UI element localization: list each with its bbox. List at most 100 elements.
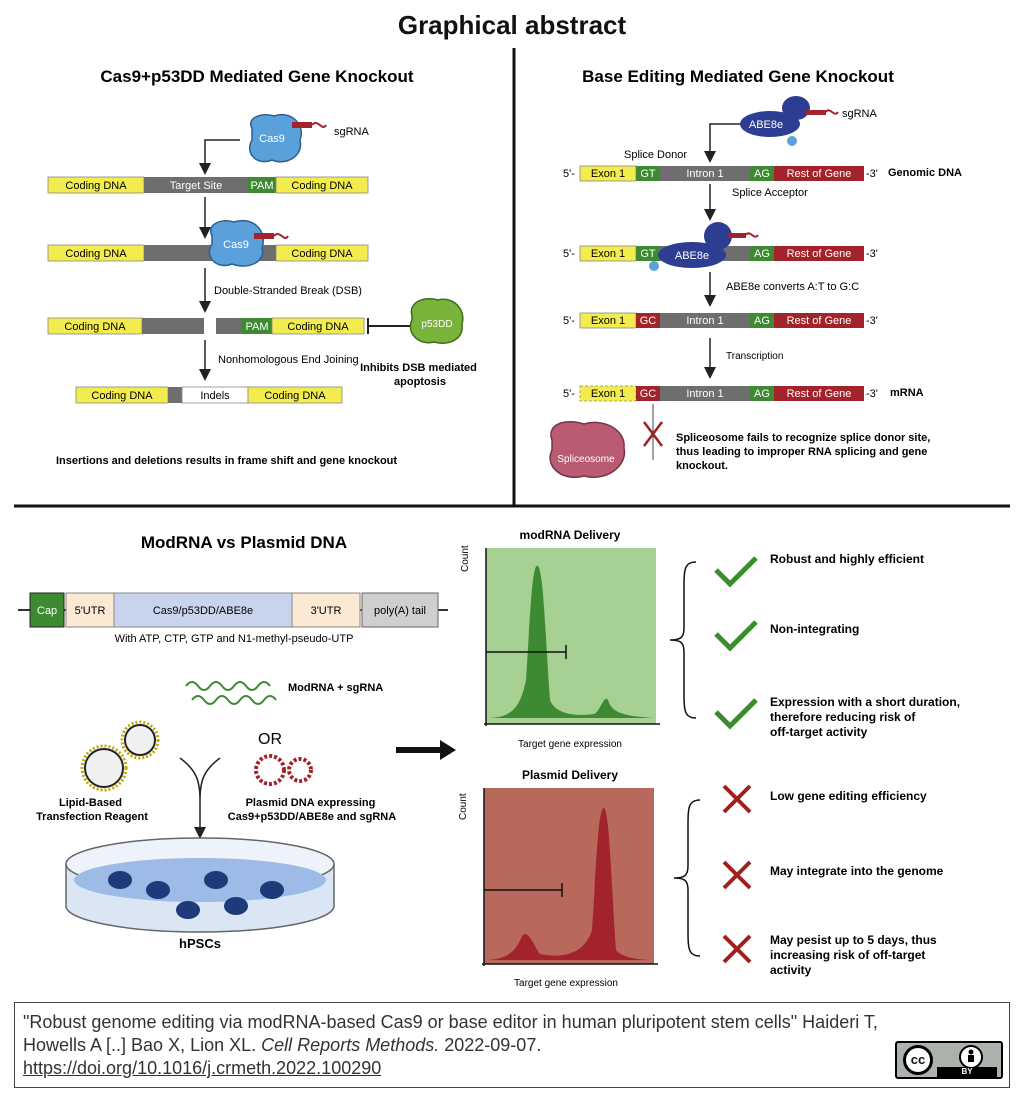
- splice-acceptor-label: Splice Acceptor: [732, 187, 808, 199]
- svg-text:sgRNA: sgRNA: [842, 108, 878, 120]
- svg-text:Robust and highly efficient: Robust and highly efficient: [770, 552, 924, 566]
- cc-by-license-badge[interactable]: cc BY: [895, 1041, 1003, 1079]
- plasmid-label: Plasmid DNA expressing Cas9+p53DD/ABE8e …: [228, 797, 396, 823]
- citation-date: 2022-09-07.: [444, 1035, 542, 1055]
- svg-text:Exon 1: Exon 1: [591, 388, 625, 400]
- spliceosome-icon: Spliceosome: [549, 420, 626, 478]
- by-label: BY: [937, 1067, 997, 1077]
- citation-title-authors: "Robust genome editing via modRNA-based …: [23, 1012, 878, 1055]
- svg-text:Spliceosome: Spliceosome: [557, 454, 615, 465]
- cross-icon: [722, 784, 752, 814]
- modrna-delivery-title: modRNA Delivery: [520, 528, 621, 542]
- p53dd-protein-icon: p53DD: [409, 298, 464, 344]
- panel-modrna-vs-plasmid: ModRNA vs Plasmid DNA Cap 5'UTR Cas9/p53…: [18, 528, 963, 989]
- svg-text:Target gene expression: Target gene expression: [514, 978, 618, 989]
- svg-text:Rest of Gene: Rest of Gene: [787, 248, 852, 260]
- svg-text:PAM: PAM: [245, 321, 268, 333]
- genomic-dna-strand-1: 5'- Exon 1 GT Intron 1 AG Rest of Gene -…: [563, 165, 878, 182]
- con-item-2: May integrate into the genome: [722, 860, 944, 890]
- svg-text:Exon 1: Exon 1: [591, 168, 625, 180]
- svg-text:Coding DNA: Coding DNA: [291, 180, 353, 192]
- plasmid-histogram: Plasmid Delivery Count Target gene expre…: [458, 768, 658, 989]
- sgrna-label: sgRNA: [334, 126, 370, 138]
- converts-label: ABE8e converts A:T to G:C: [726, 281, 859, 293]
- svg-text:May integrate into the genome: May integrate into the genome: [770, 864, 944, 878]
- svg-text:Rest of Gene: Rest of Gene: [787, 168, 852, 180]
- cross-icon: [722, 860, 752, 890]
- with-atp-text: With ATP, CTP, GTP and N1-methyl-pseudo-…: [115, 633, 354, 645]
- lipid-vesicle-icon: [80, 720, 160, 792]
- svg-text:5'UTR: 5'UTR: [75, 605, 106, 617]
- modrna-construct: Cap 5'UTR Cas9/p53DD/ABE8e 3'UTR poly(A)…: [18, 592, 448, 628]
- page-title: Graphical abstract: [397, 10, 627, 40]
- svg-text:PAM: PAM: [250, 180, 273, 192]
- mrna-strand: 5'- Exon 1 GC Intron 1 AG Rest of Gene -…: [563, 385, 878, 402]
- panel2-title: Base Editing Mediated Gene Knockout: [582, 67, 894, 86]
- panel-base-editing: Base Editing Mediated Gene Knockout ABE8…: [549, 67, 962, 478]
- svg-text:GT: GT: [640, 168, 656, 180]
- svg-text:AG: AG: [754, 388, 770, 400]
- svg-text:Target Site: Target Site: [170, 180, 223, 192]
- svg-text:Coding DNA: Coding DNA: [91, 390, 153, 402]
- svg-text:5'-: 5'-: [563, 388, 575, 400]
- svg-text:Cas9: Cas9: [223, 239, 249, 251]
- cc-icon: cc: [903, 1045, 933, 1075]
- cross-icon: [722, 934, 752, 964]
- svg-text:Coding DNA: Coding DNA: [65, 248, 127, 260]
- con-item-1: Low gene editing efficiency: [722, 784, 927, 814]
- svg-text:ABE8e: ABE8e: [749, 119, 783, 131]
- svg-text:Intron 1: Intron 1: [686, 168, 723, 180]
- svg-text:Count: Count: [460, 545, 471, 572]
- svg-text:Exon 1: Exon 1: [591, 315, 625, 327]
- con-item-3: May pesist up to 5 days, thus increasing…: [722, 933, 937, 977]
- genomic-dna-strand-2: 5'- Exon 1 GT AG Rest of Gene -3' ABE8e: [563, 222, 878, 271]
- svg-text:Non-integrating: Non-integrating: [770, 622, 859, 636]
- modrna-sgrna-label: ModRNA + sgRNA: [288, 682, 383, 694]
- svg-text:3'UTR: 3'UTR: [311, 605, 342, 617]
- svg-text:5'-: 5'-: [563, 315, 575, 327]
- splice-donor-label: Splice Donor: [624, 149, 687, 161]
- svg-text:Coding DNA: Coding DNA: [287, 321, 349, 333]
- doi-link[interactable]: https://doi.org/10.1016/j.crmeth.2022.10…: [23, 1058, 382, 1078]
- spliceosome-fail-text: Spliceosome fails to recognize splice do…: [676, 432, 933, 472]
- svg-text:Expression with a short durati: Expression with a short duration, theref…: [770, 695, 963, 739]
- big-arrow-icon: [396, 740, 456, 760]
- cons-brace: [673, 799, 701, 957]
- svg-text:Rest of Gene: Rest of Gene: [787, 315, 852, 327]
- panel1-caption: Insertions and deletions results in fram…: [56, 455, 397, 467]
- modrna-strands-icon: [185, 681, 277, 705]
- svg-text:Low gene editing efficiency: Low gene editing efficiency: [770, 789, 927, 803]
- check-icon: [714, 556, 758, 588]
- svg-text:Indels: Indels: [200, 390, 230, 402]
- dna-strand-4: Coding DNA Indels Coding DNA: [75, 386, 343, 404]
- genomic-dna-label: Genomic DNA: [888, 167, 962, 179]
- svg-text:ABE8e: ABE8e: [675, 250, 709, 262]
- dna-strand-2: Coding DNA Coding DNA Cas9: [47, 219, 369, 267]
- svg-text:Intron 1: Intron 1: [686, 388, 723, 400]
- pros-brace: [669, 561, 697, 719]
- svg-text:Coding DNA: Coding DNA: [291, 248, 353, 260]
- svg-text:Count: Count: [458, 793, 469, 820]
- panel1-title: Cas9+p53DD Mediated Gene Knockout: [100, 67, 414, 86]
- modrna-histogram: modRNA Delivery Count Target gene expres…: [460, 528, 660, 750]
- citation-text: "Robust genome editing via modRNA-based …: [23, 1011, 883, 1080]
- plasmid-icon: [254, 754, 313, 786]
- mrna-label: mRNA: [890, 387, 924, 399]
- nhej-label: Nonhomologous End Joining: [218, 354, 359, 366]
- svg-text:GT: GT: [640, 248, 656, 260]
- svg-text:Intron 1: Intron 1: [686, 315, 723, 327]
- svg-text:GC: GC: [640, 388, 657, 400]
- svg-text:Target gene expression: Target gene expression: [518, 739, 622, 750]
- transcription-label: Transcription: [726, 351, 783, 362]
- plasmid-delivery-title: Plasmid Delivery: [522, 768, 618, 782]
- pro-item-2: Non-integrating: [714, 620, 859, 652]
- pro-item-3: Expression with a short duration, theref…: [714, 695, 963, 739]
- svg-text:Coding DNA: Coding DNA: [65, 180, 127, 192]
- pro-item-1: Robust and highly efficient: [714, 552, 924, 588]
- svg-text:Exon 1: Exon 1: [591, 248, 625, 260]
- block-cross-icon: [643, 404, 663, 460]
- dna-strand-1: Coding DNA Target Site PAM Coding DNA: [47, 176, 369, 194]
- svg-text:-3': -3': [866, 168, 878, 180]
- lipid-label: Lipid-Based Transfection Reagent: [36, 797, 148, 823]
- genomic-dna-strand-3: 5'- Exon 1 GC Intron 1 AG Rest of Gene -…: [563, 312, 878, 329]
